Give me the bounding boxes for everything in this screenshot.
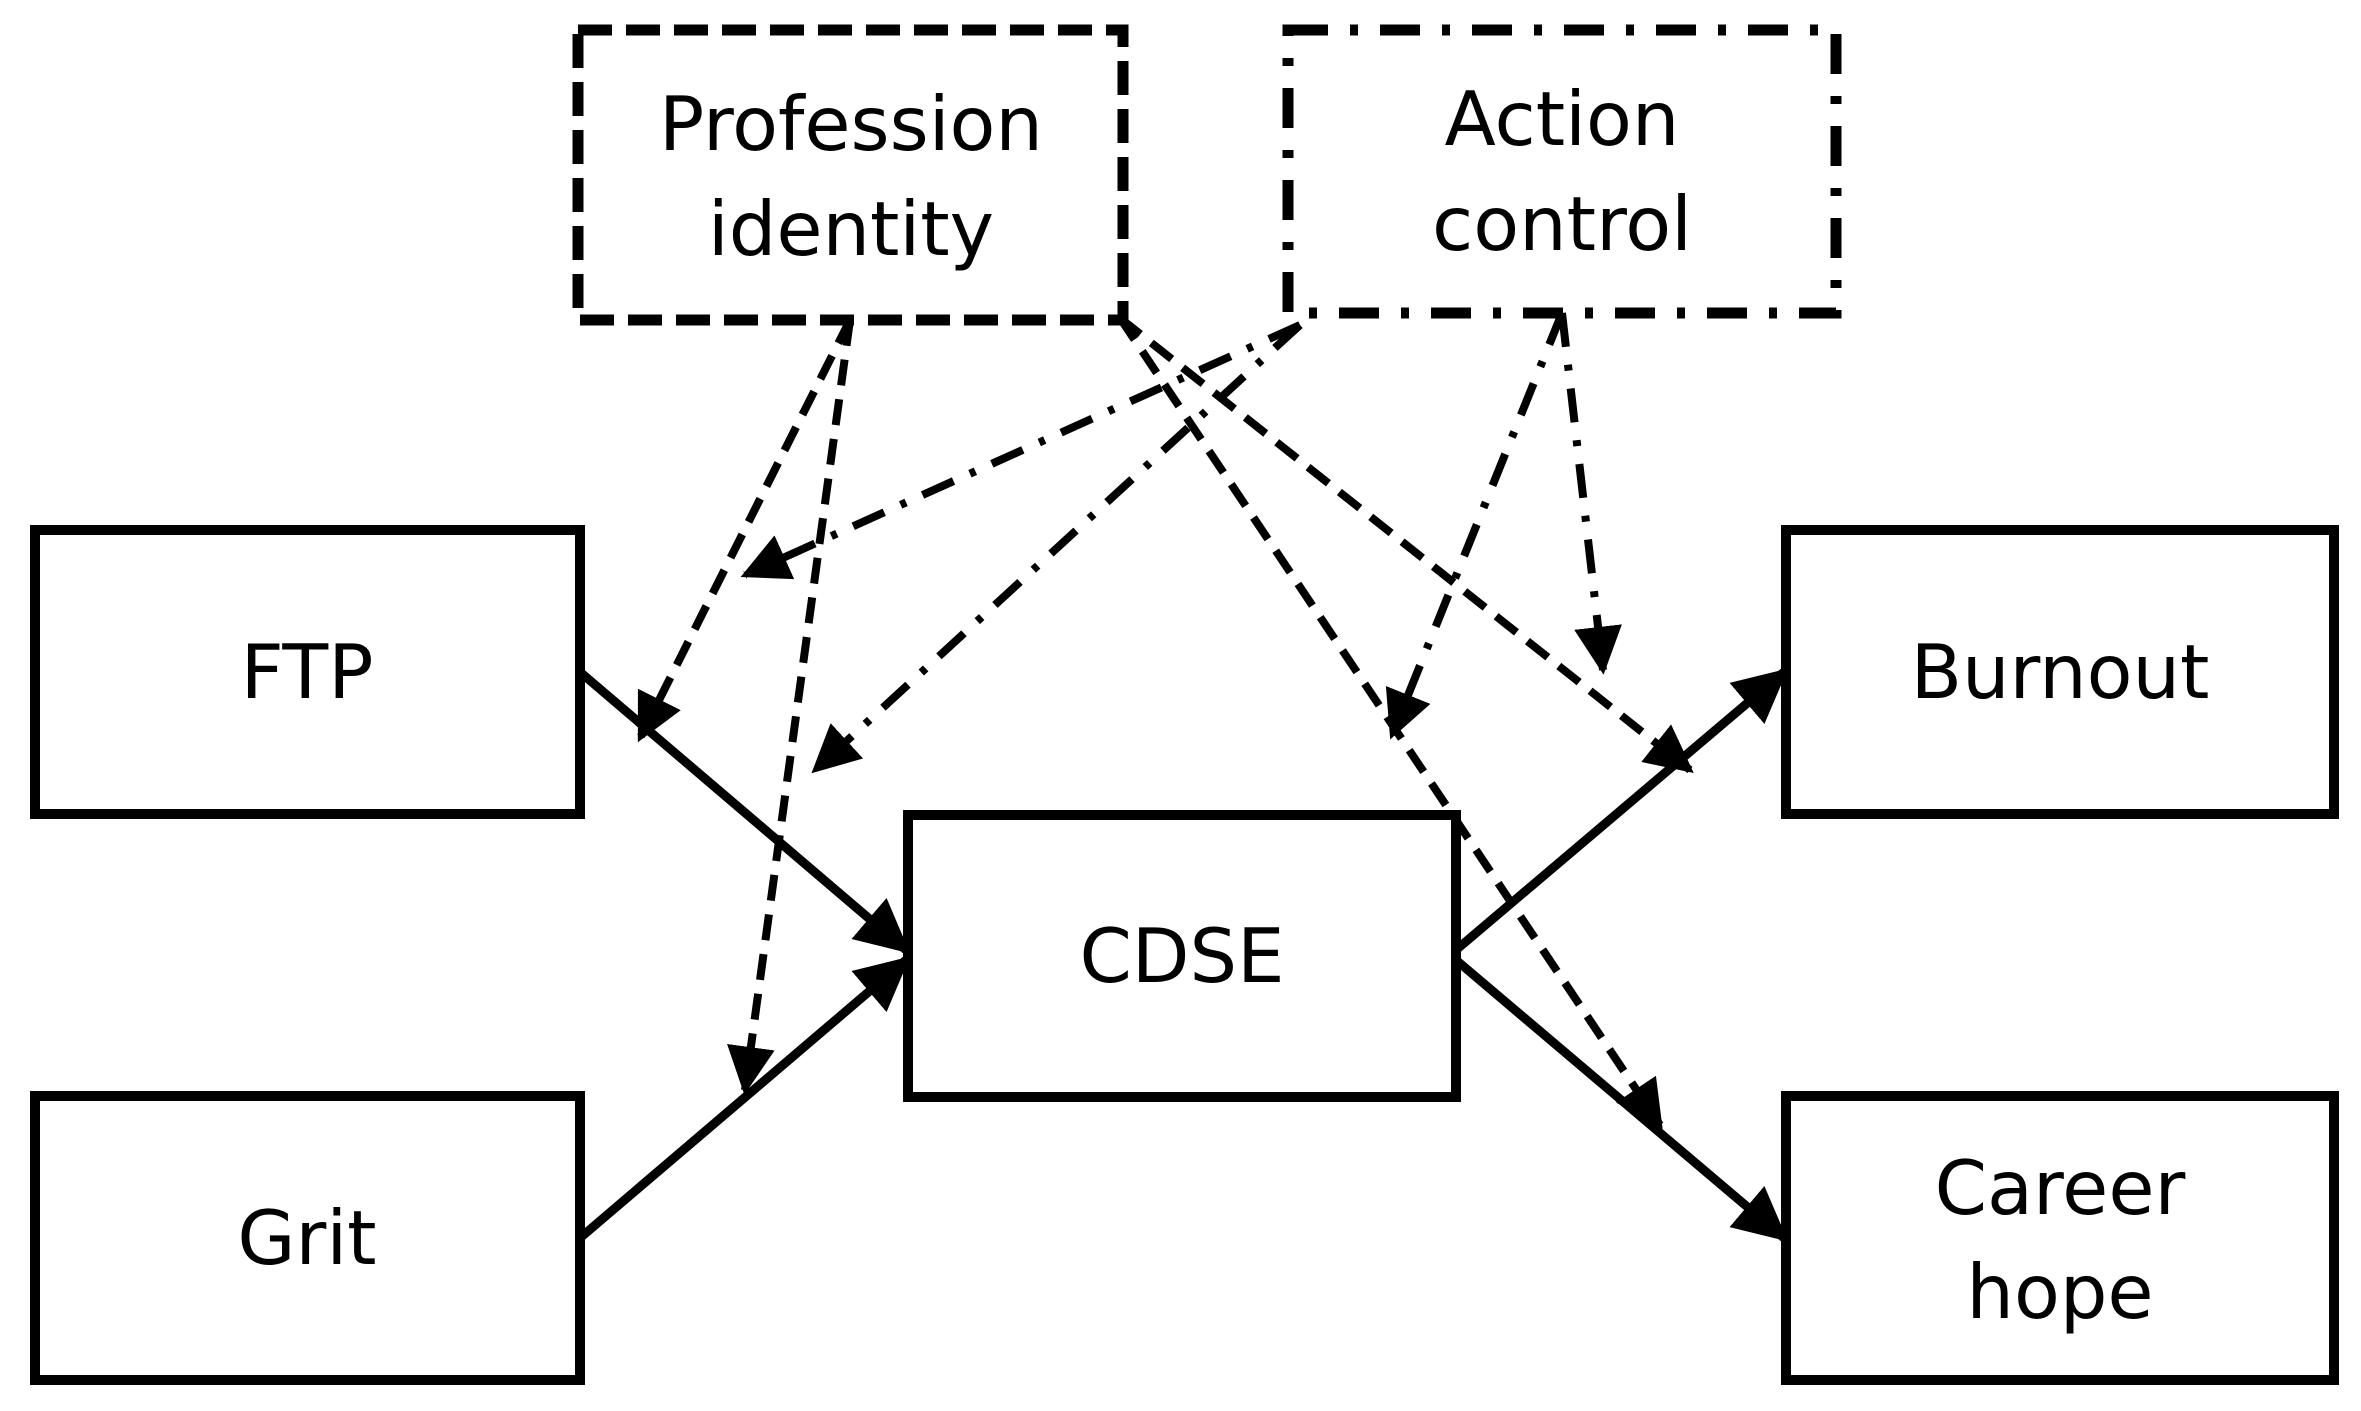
arrow-profession-identity-to-career-hope-path [1116,315,1664,1129]
grit-label: Grit [237,1194,376,1282]
arrow-cdse-to-burnout [1453,668,1789,954]
career-hope-label-line2: hope [1966,1248,2153,1336]
arrow-grit-to-cdse [577,956,911,1242]
arrow-action-control-to-grit-moderation [811,322,1303,774]
arrow-action-control-to-ftp-moderation [740,321,1302,580]
arrow-ftp-to-cdse [577,668,911,954]
arrow-cdse-to-career-hope [1453,956,1789,1242]
burnout-label: Burnout [1911,628,2210,716]
action-control-label-line1: Action [1445,75,1680,163]
profession-identity-label-line2: identity [708,185,994,273]
action-control-box [1282,24,1842,319]
ftp-label: FTP [241,628,374,716]
arrow-action-control-to-career-hope-moderation [1385,311,1566,740]
profession-identity-label-line1: Profession [659,80,1043,168]
profession-identity-box [572,24,1129,326]
cdse-box [903,810,1461,1102]
arrow-action-control-to-burnout-moderation [1558,312,1622,675]
career-hope-label-line1: Career [1935,1144,2186,1232]
career-hope-box [1781,1091,2339,1385]
cdse-label: CDSE [1079,912,1284,1000]
action-control-label-line2: control [1432,180,1692,268]
arrow-profession-identity-to-burnout-path [1117,314,1694,774]
arrow-profession-identity-to-grit-path [727,319,854,1095]
